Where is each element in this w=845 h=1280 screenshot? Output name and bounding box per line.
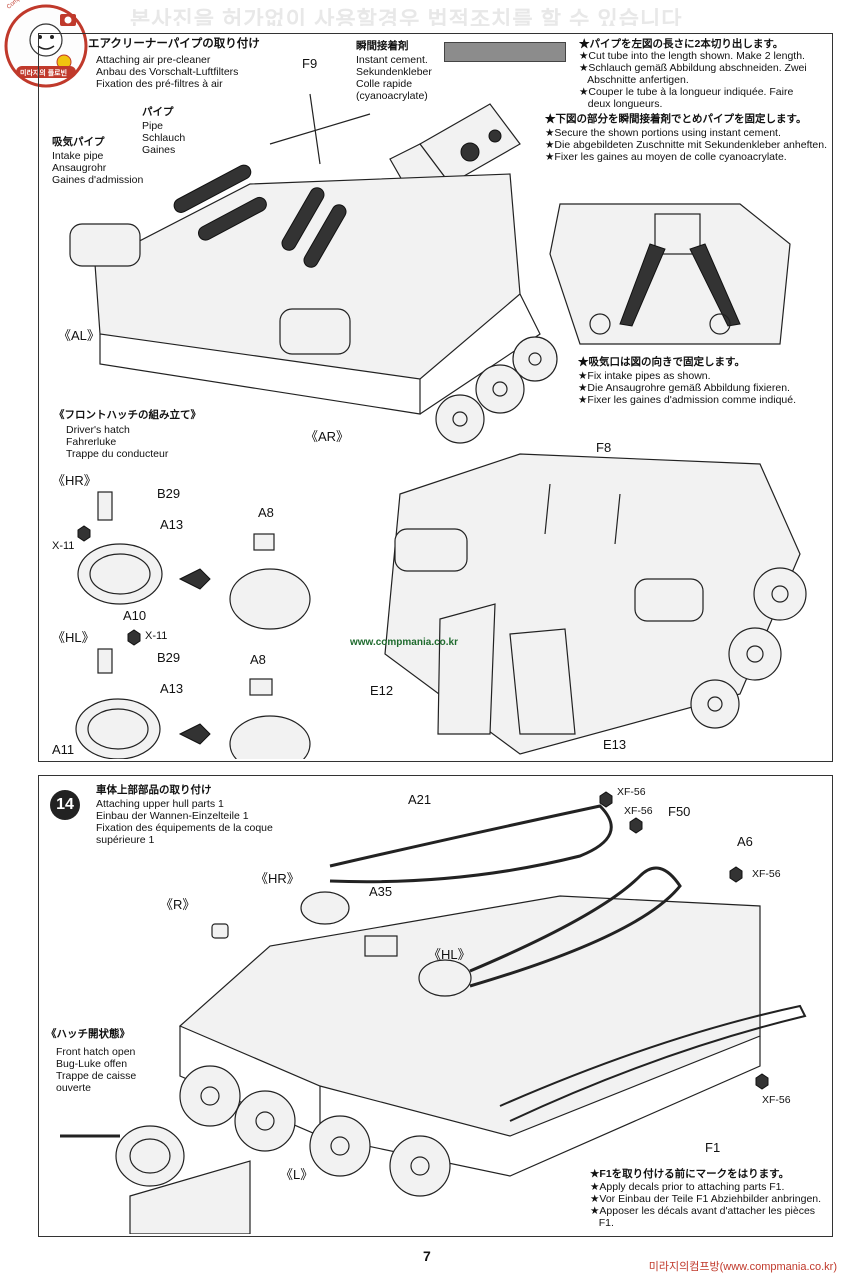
hatch-hl-drawing [75, 629, 311, 759]
cable-a21-icon [329, 804, 613, 884]
note-intake-lines: ★Fix intake pipes as shown.★Die Ansaugro… [578, 370, 797, 406]
part-a10-label: A10 [123, 608, 147, 623]
air-cleaner-lower-left-icon [394, 528, 468, 572]
hull-wheels-icon [179, 1065, 451, 1197]
logo-badge-text: 미라지의 플로빈 [20, 70, 68, 77]
pipe-length-bar [444, 42, 566, 62]
xf56-label-2: XF-56 [624, 805, 653, 817]
hatch-hr-label: 《HR》 [52, 473, 97, 488]
part-a21-label: A21 [408, 792, 432, 807]
note-secure-jp: ★下図の部分を瞬間接着剤でとめパイプを固定します。 [545, 113, 807, 125]
part-x11-label-bottom: X-11 [145, 630, 168, 642]
intake-label-jp: 吸気パイプ [52, 136, 105, 148]
mid-watermark: www.compmania.co.kr [350, 637, 458, 648]
part-ar-label: 《AR》 [305, 429, 350, 444]
part-a13-label-top: A13 [160, 517, 184, 532]
rear-wheels-icon [435, 336, 558, 444]
part-b29-label-top: B29 [157, 486, 181, 501]
xf56-label-1: XF-56 [617, 786, 646, 798]
part-b29-label-bottom: B29 [157, 650, 181, 665]
footer-credit: 미라지의컴프방(www.compmania.co.kr) [648, 1261, 837, 1273]
cement-title: 瞬間接着剤 [356, 40, 409, 52]
site-logo: 미라지의 플로빈 Compmania.co.kr [2, 0, 90, 90]
note-secure-lines: ★Secure the shown portions using instant… [545, 127, 828, 163]
part-e13-shape [509, 628, 576, 735]
part-a8-label-top: A8 [258, 505, 274, 520]
part-a35-label: A35 [369, 884, 393, 899]
part-f8-label: F8 [596, 440, 612, 455]
hatch-hl-label-step14: 《HL》 [428, 947, 471, 962]
part-l-label: 《L》 [280, 1167, 314, 1182]
pipe-section-title: エアクリーナーパイプの取り付け [88, 38, 260, 50]
hatch-open-title: 《ハッチ開状態》 [46, 1028, 130, 1040]
part-a13-label-bottom: A13 [160, 681, 184, 696]
note-intake-jp: ★吸気口は図の向きで固定します。 [578, 356, 745, 368]
logo-emblem-icon [4, 4, 88, 88]
note-decal-lines: ★Apply decals prior to attaching parts F… [590, 1181, 822, 1229]
part-e13-label: E13 [603, 737, 627, 752]
pipe-label-jp: パイプ [142, 106, 174, 118]
xf56-label-3: XF-56 [752, 868, 781, 880]
intake-detail-view [549, 203, 791, 345]
part-a6-label: A6 [737, 834, 753, 849]
air-cleaner-lower-right-icon [634, 578, 704, 622]
hatch-open-detail [60, 1125, 251, 1234]
part-a8-label-bottom: A8 [250, 652, 266, 667]
part-e12-shape [437, 603, 496, 735]
hatch-hr-label-step14: 《HR》 [255, 871, 300, 886]
step14-frame [38, 775, 833, 1237]
part-al-label: 《AL》 [58, 328, 100, 343]
note-decal-jp: ★F1を取り付ける前にマークをはります。 [590, 1168, 790, 1180]
page-number: 7 [423, 1248, 431, 1264]
cable-f1-icon [499, 1004, 807, 1122]
hatch-hr-drawing [77, 491, 311, 630]
part-x11-label-top: X-11 [52, 540, 75, 552]
step14-title: 車体上部部品の取り付け [96, 784, 212, 796]
lower-wheels-icon [690, 567, 807, 729]
part-e12-label: E12 [370, 683, 394, 698]
hatch-section-title: 《フロントハッチの組み立て》 [54, 409, 201, 421]
cable-a6-icon [469, 866, 682, 988]
part-a35-shape [364, 935, 398, 957]
upper-section-frame [38, 33, 833, 762]
step14-drawing [60, 791, 807, 1234]
air-cleaner-left-icon [69, 223, 141, 267]
part-f9-label: F9 [302, 56, 318, 71]
upper-assembly-drawing [69, 93, 807, 759]
top-watermark: 본사진을 허가없이 사용할경우 법적조치를 할 수 있습니다 [130, 7, 683, 26]
pipes-icon [173, 164, 347, 268]
periscope-r-label: 《R》 [160, 897, 196, 912]
part-f1-label: F1 [705, 1140, 721, 1155]
air-cleaner-right-icon [279, 308, 351, 355]
part-f50-label: F50 [668, 804, 691, 819]
part-a11-label: A11 [52, 742, 75, 757]
step-number-badge: 14 [50, 790, 80, 820]
note-cut-jp: ★パイプを左図の長さに2本切り出します。 [579, 38, 784, 50]
hatch-hl-label: 《HL》 [52, 630, 95, 645]
note-cut-lines: ★Cut tube into the length shown. Make 2 … [579, 50, 807, 110]
xf56-label-4: XF-56 [762, 1094, 791, 1106]
